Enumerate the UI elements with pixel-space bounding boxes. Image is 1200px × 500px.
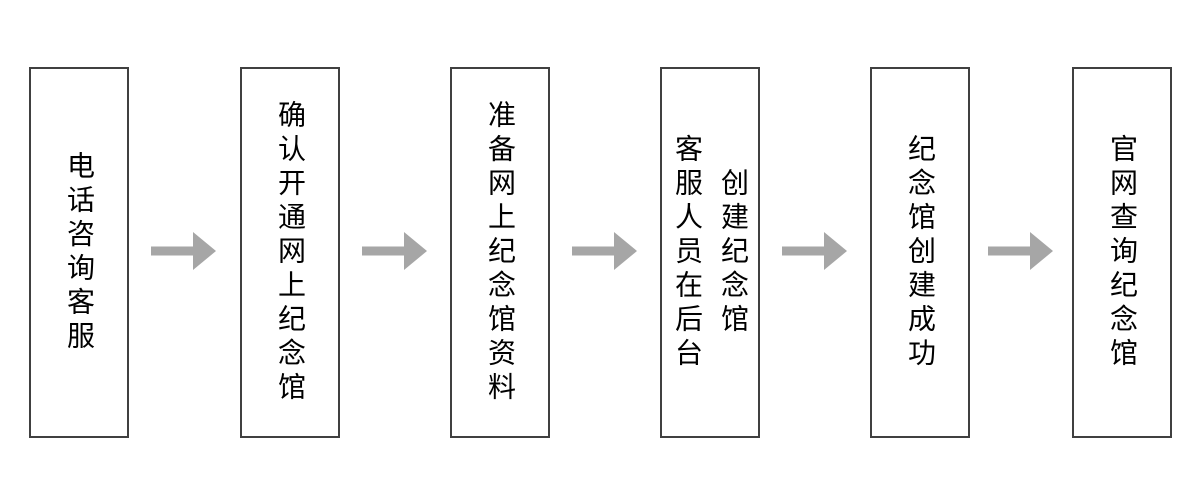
flow-step-official-site-query: 官网查询纪念馆 [1072,67,1172,438]
flow-step-prepare-materials: 准备网上纪念馆资料 [450,67,550,438]
flow-step-label: 确认开通网上纪念馆 [275,99,306,406]
flow-step-phone-consult: 电话咨询客服 [29,67,129,438]
right-arrow-icon [572,232,637,270]
flow-step-text: 准备网上纪念馆资料 [477,69,523,436]
flow-step-text: 电话咨询客服 [56,69,102,436]
right-arrow-shape [151,232,216,270]
flow-step-text: 纪念馆创建成功 [897,69,943,436]
flow-step-confirm-open: 确认开通网上纪念馆 [240,67,340,438]
flow-step-text: 客服人员在后台 创建纪念馆 [664,69,756,436]
flow-step-label: 电话咨询客服 [64,150,95,355]
flow-step-label-line2: 创建纪念馆 [718,167,749,338]
right-arrow-shape [362,232,427,270]
flow-step-label: 纪念馆创建成功 [905,133,936,372]
right-arrow-icon [988,232,1053,270]
flow-step-label-line1: 客服人员在后台 [672,133,703,372]
flow-step-label: 官网查询纪念馆 [1107,133,1138,372]
right-arrow-shape [572,232,637,270]
right-arrow-icon [362,232,427,270]
flow-step-text: 确认开通网上纪念馆 [267,69,313,436]
right-arrow-icon [782,232,847,270]
flow-step-backend-create: 客服人员在后台 创建纪念馆 [660,67,760,438]
flow-step-text: 官网查询纪念馆 [1099,69,1145,436]
flow-step-create-success: 纪念馆创建成功 [870,67,970,438]
right-arrow-icon [151,232,216,270]
right-arrow-shape [988,232,1053,270]
right-arrow-shape [782,232,847,270]
flow-step-label: 准备网上纪念馆资料 [485,99,516,406]
